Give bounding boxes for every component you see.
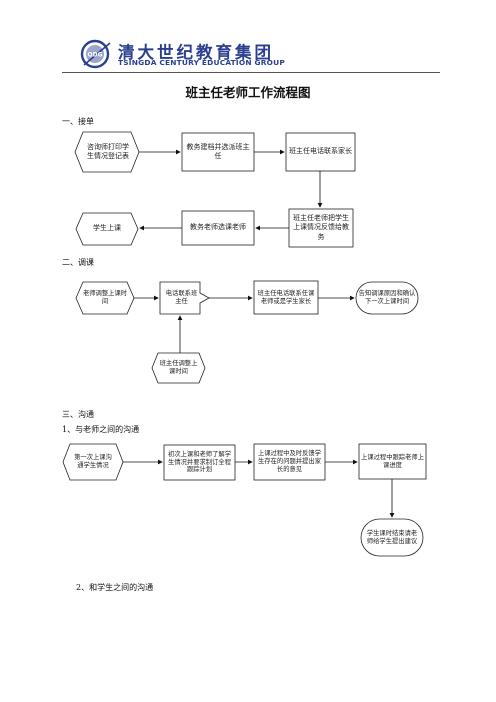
flow3-node-1-label: 第一次上课沟通学生情况 (74, 454, 112, 469)
flow1-node-3-label: 班主任电话联系家长 (289, 147, 352, 156)
section-2-heading: 二、调课 (62, 258, 94, 267)
flow1-node-6-shape (75, 212, 139, 246)
flow3-node-5-shape (360, 518, 424, 557)
flow2-node-2-label: 电话联系班主任 (165, 290, 198, 305)
section-3-2-heading: 2、和学生之间的沟通 (76, 583, 154, 592)
flow2-node-5-label: 班主任调整上课时间 (159, 360, 198, 375)
flow2-node-2-shape (159, 281, 210, 315)
flow1-node-3-shape (285, 132, 356, 172)
flow3-node-2-label: 初次上课和老师了解学生情况并要求制订全程跟踪计划 (168, 450, 231, 474)
flow1-node-1-shape (74, 131, 140, 173)
header-divider (62, 72, 440, 73)
section-3-heading: 三、沟通 (62, 410, 94, 419)
flow3-node-3-label: 上课过程中及时反馈学生存在的问题并提出家长的意见 (258, 450, 321, 473)
flow1-node-6-label: 学生上课 (93, 224, 121, 233)
section-1-heading: 一、接单 (62, 117, 94, 126)
flow3-node-2-shape (163, 444, 236, 481)
section-3-1-heading: 1、与老师之间的沟通 (62, 425, 140, 434)
flow3-node-4-shape (358, 443, 427, 480)
brand-english: TSINGDA CENTURY EDUCATION GROUP (118, 58, 285, 67)
flow2-node-3-label: 班主任电话联系任课老师或是学生家长 (257, 289, 315, 305)
flow2-node-1-shape (75, 281, 135, 315)
flow1-node-4-shape (288, 208, 354, 248)
flow1-node-2-shape (181, 132, 255, 172)
brand-chinese: 清大世纪教育集团 (118, 43, 274, 62)
flow1-node-4-label: 班主任老师把学生上课情况反馈给教务 (293, 214, 349, 241)
flow1-node-2-label: 教务建档并选派班主任 (186, 142, 250, 160)
page-title: 班主任老师工作流程图 (185, 85, 311, 100)
flow3-node-4-label: 上课过程中跟踪老师上课进度 (361, 453, 424, 469)
flow1-node-1-label: 咨询师打印学生情况登记表 (87, 142, 129, 160)
flow3-node-3-shape (253, 443, 326, 481)
logo-text: QDG (87, 52, 102, 59)
flow2-node-4-label: 告知调课原因和确认下一次上课时间 (358, 290, 416, 305)
flow3-node-1-shape (62, 443, 124, 481)
flow1-node-5-label: 教务老师选课老师 (190, 223, 246, 232)
company-logo: QDG (80, 39, 111, 69)
flow1-node-5-shape (181, 210, 255, 246)
flow2-node-5-shape (151, 352, 206, 384)
flow3-node-5-label: 学生课时结束请老师给学生提出建议 (366, 529, 418, 545)
flow2-node-3-shape (253, 280, 319, 315)
flow2-node-1-label: 老师调整上课时间 (82, 290, 128, 305)
flow2-node-4-shape (355, 281, 419, 315)
